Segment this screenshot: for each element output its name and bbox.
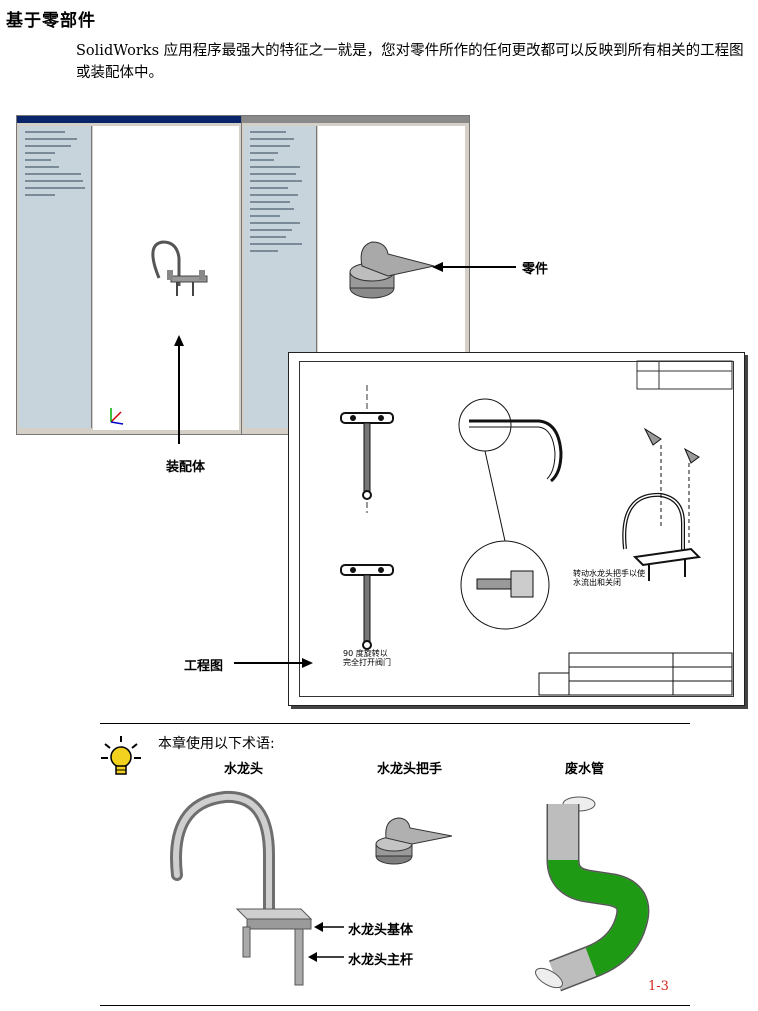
assembly-arrowhead xyxy=(174,335,184,346)
drain-pipe-image xyxy=(535,796,650,992)
terms-bottom-rule xyxy=(100,1005,690,1006)
drawing-arrow xyxy=(234,662,306,664)
term-handle: 水龙头把手 xyxy=(377,762,443,777)
part-arrow xyxy=(440,266,516,268)
base-arrow xyxy=(314,922,344,932)
drawing-note-left: 90 度旋转以 完全打开阀门 xyxy=(343,649,391,667)
drawing-sheet: 90 度旋转以 完全打开阀门 转动水龙头把手以使 水流出和关闭 xyxy=(288,352,745,706)
lightbulb-icon xyxy=(101,736,141,775)
handle-image xyxy=(375,817,453,865)
stem-arrow xyxy=(308,952,344,962)
drawing-border xyxy=(299,361,734,697)
faucet-image xyxy=(170,790,313,986)
drawing-note-right: 转动水龙头把手以使 水流出和关闭 xyxy=(573,569,645,587)
callout-faucet-stem: 水龙头主杆 xyxy=(348,953,414,968)
part-window-titlebar xyxy=(242,116,469,123)
terms-top-rule xyxy=(100,723,690,724)
callout-drawing: 工程图 xyxy=(184,659,224,674)
callout-part: 零件 xyxy=(522,262,549,277)
assembly-arrow xyxy=(178,344,180,444)
intro-paragraph: SolidWorks 应用程序最强大的特征之一就是，您对零件所作的任何更改都可以… xyxy=(76,43,744,81)
part-handle-image xyxy=(349,241,435,299)
term-faucet: 水龙头 xyxy=(224,762,264,777)
term-drain-pipe: 废水管 xyxy=(565,762,605,777)
part-arrowhead xyxy=(432,262,443,272)
page-title: 基于零部件 xyxy=(6,11,96,31)
drawing-views xyxy=(340,360,733,696)
assembly-window-titlebar xyxy=(17,116,243,123)
page-number: 1-3 xyxy=(648,979,669,994)
assembly-window xyxy=(16,115,244,435)
callout-faucet-base: 水龙头基体 xyxy=(348,923,414,938)
assembly-viewport xyxy=(93,126,239,430)
drawing-arrowhead xyxy=(302,658,313,668)
assembly-feature-tree xyxy=(19,126,92,428)
assembly-faucet-image xyxy=(110,240,208,425)
callout-assembly: 装配体 xyxy=(166,460,206,475)
terms-heading: 本章使用以下术语: xyxy=(158,736,275,752)
